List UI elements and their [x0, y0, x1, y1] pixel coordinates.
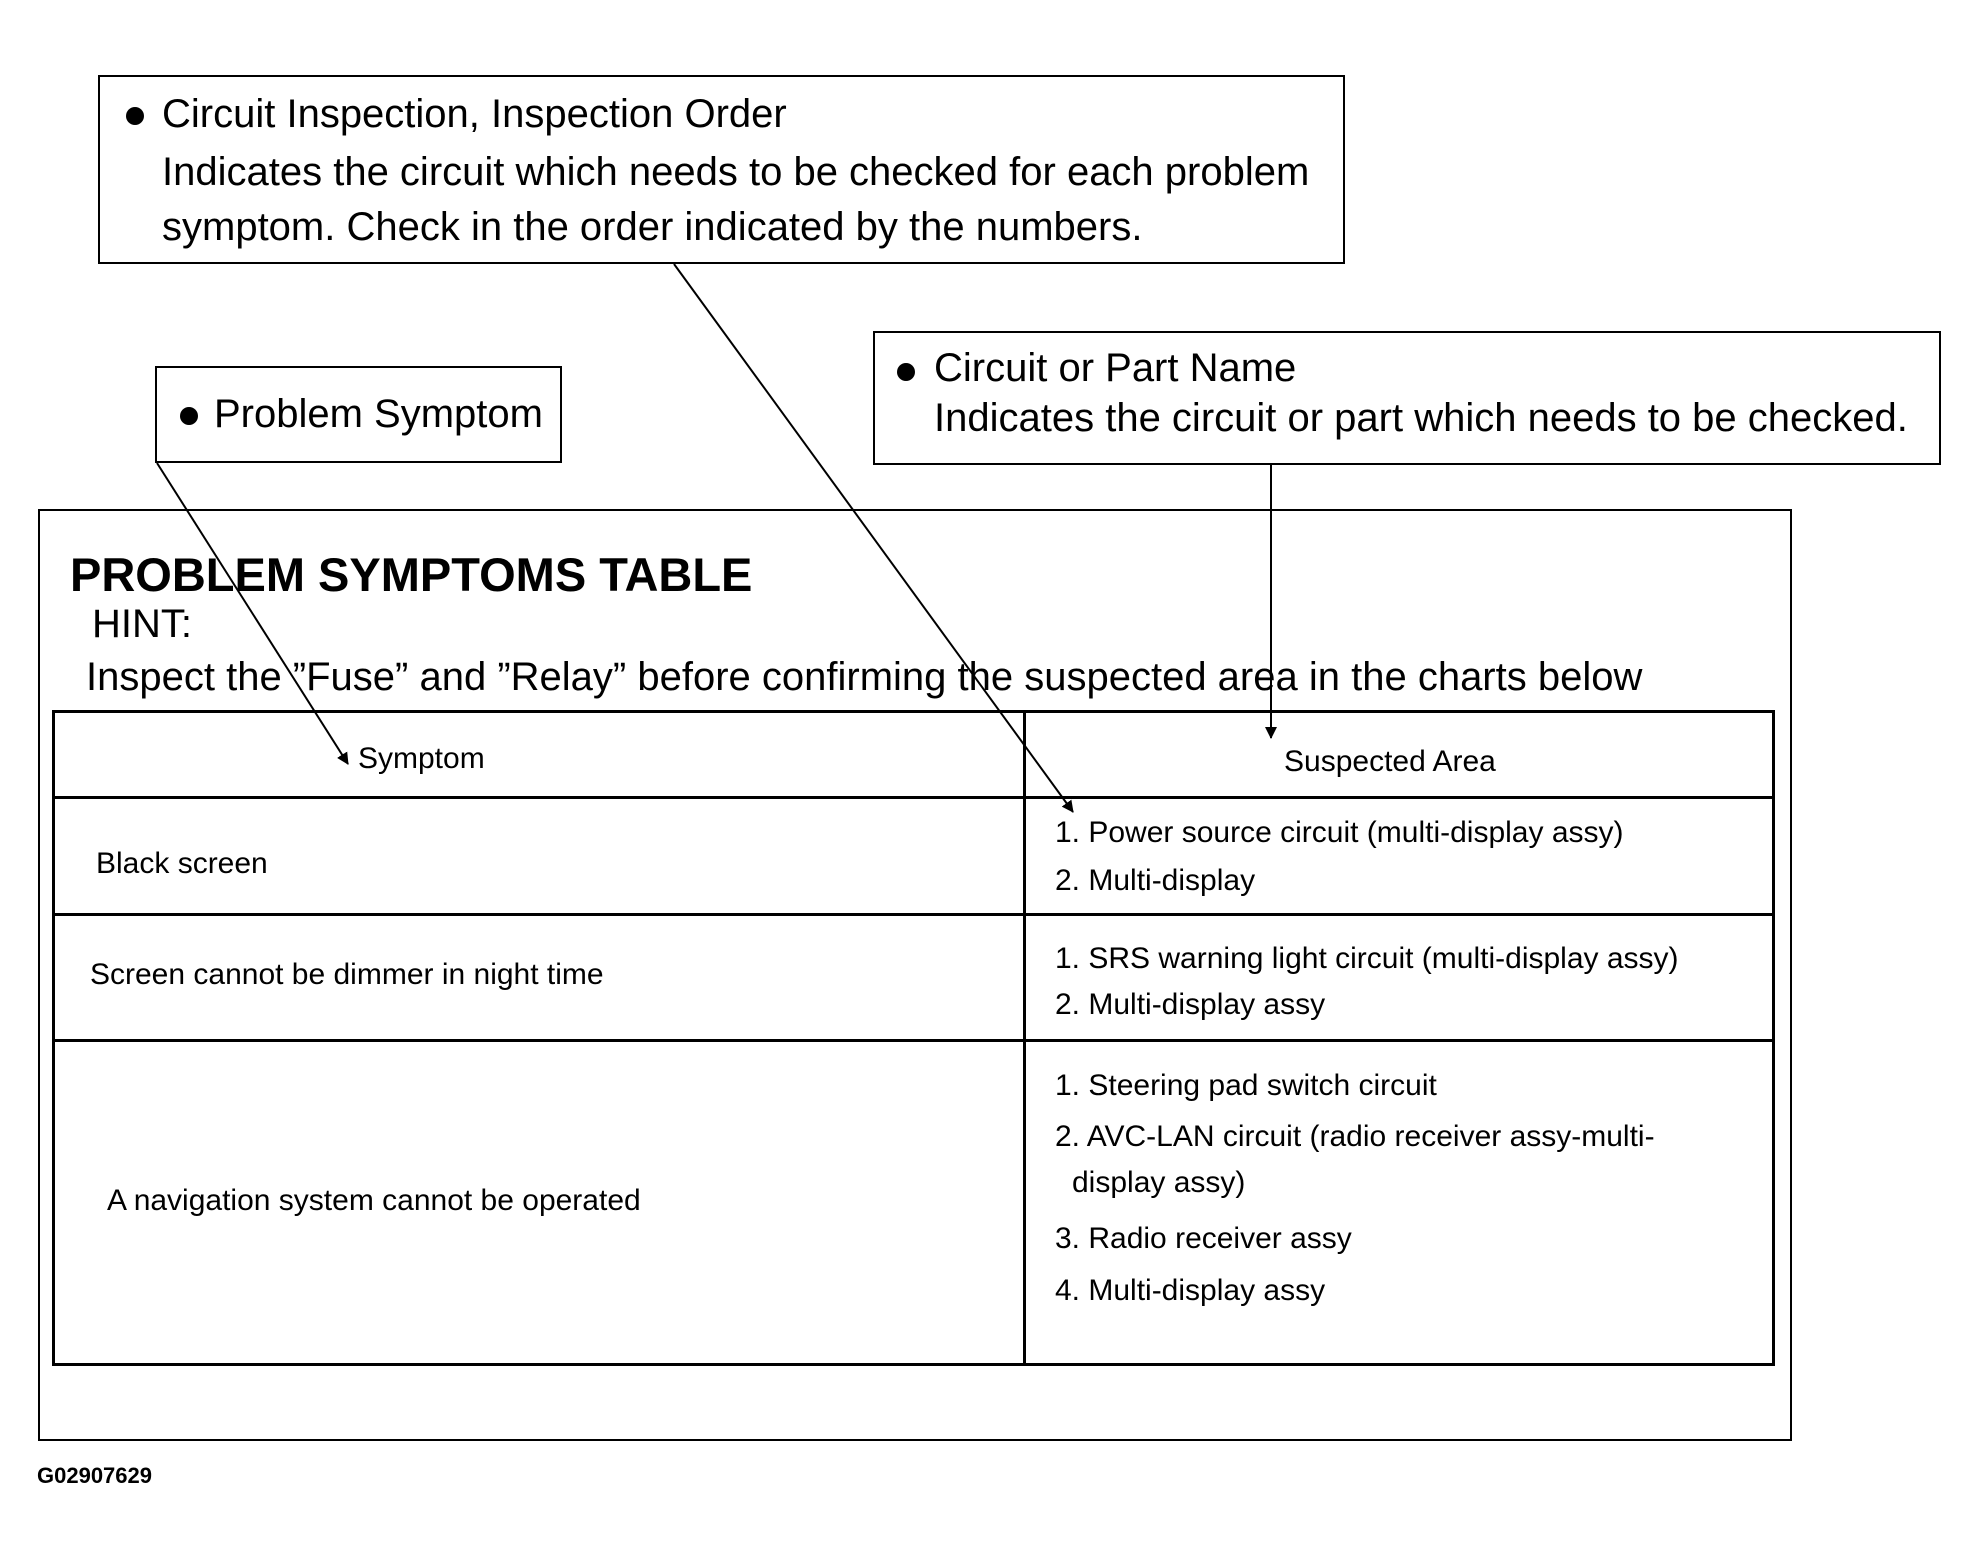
header-suspected-area: Suspected Area	[1284, 745, 1496, 778]
symptoms-panel	[38, 509, 1792, 1441]
bullet-icon	[897, 363, 915, 381]
callout-description: Indicates the circuit or part which need…	[934, 393, 1908, 443]
callout-inspection-order: Circuit Inspection, Inspection Order Ind…	[98, 75, 1345, 264]
suspected-area-item: 1. Power source circuit (multi-display a…	[1055, 816, 1624, 849]
callout-heading: Circuit Inspection, Inspection Order	[162, 92, 787, 136]
bullet-icon	[126, 107, 144, 125]
suspected-area-item: 1. SRS warning light circuit (multi-disp…	[1055, 942, 1679, 975]
callout-description: Indicates the circuit which needs to be …	[162, 145, 1309, 255]
suspected-area-item: 2. Multi-display assy	[1055, 988, 1326, 1021]
bullet-icon	[180, 407, 198, 425]
callout-line: Indicates the circuit or part which need…	[934, 396, 1908, 440]
callout-heading: Problem Symptom	[214, 392, 543, 436]
suspected-area-item: 4. Multi-display assy	[1055, 1274, 1326, 1307]
table-row-symptom: Black screen	[96, 847, 268, 880]
suspected-area-item: 3. Radio receiver assy	[1055, 1222, 1352, 1255]
table-row-divider	[52, 913, 1775, 916]
callout-line: symptom. Check in the order indicated by…	[162, 205, 1143, 249]
suspected-area-item: display assy)	[1072, 1166, 1246, 1199]
callout-line: Indicates the circuit which needs to be …	[162, 150, 1310, 194]
suspected-area-item: 1. Steering pad switch circuit	[1055, 1069, 1437, 1102]
arrow-inspection-order	[673, 263, 1074, 813]
hint-text: Inspect the ”Fuse” and ”Relay” before co…	[86, 655, 1643, 699]
header-symptom: Symptom	[358, 742, 485, 775]
figure-id: G02907629	[37, 1463, 152, 1488]
suspected-area-item: 2. AVC-LAN circuit (radio receiver assy-…	[1055, 1120, 1655, 1153]
arrow-problem-symptom	[156, 462, 349, 765]
suspected-area-item: 2. Multi-display	[1055, 864, 1256, 897]
table-row-symptom: Screen cannot be dimmer in night time	[90, 958, 604, 991]
table-row-divider	[52, 796, 1775, 799]
symptoms-table	[52, 710, 1775, 1366]
table-title: PROBLEM SYMPTOMS TABLE	[70, 548, 753, 601]
table-row-symptom: A navigation system cannot be operated	[107, 1184, 641, 1217]
hint-label: HINT:	[92, 602, 192, 646]
callout-problem-symptom: Problem Symptom	[155, 366, 562, 463]
table-column-divider	[1023, 710, 1026, 1366]
table-row-divider	[52, 1039, 1775, 1042]
callout-heading: Circuit or Part Name	[934, 346, 1297, 390]
callout-circuit-part-name: Circuit or Part Name Indicates the circu…	[873, 331, 1941, 465]
